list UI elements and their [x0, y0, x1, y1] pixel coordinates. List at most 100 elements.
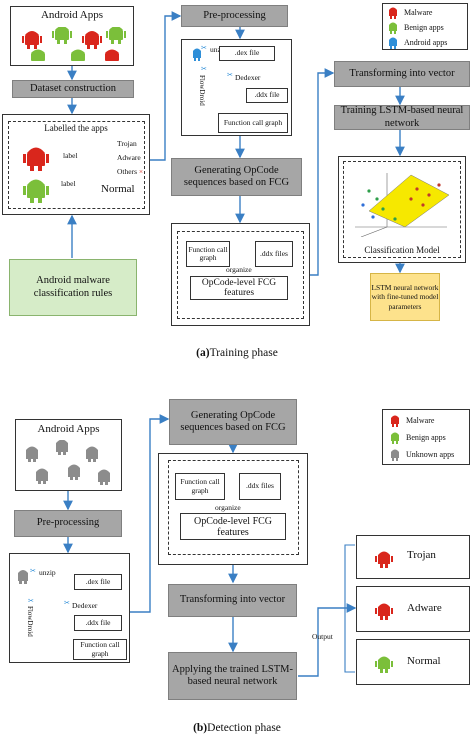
label-tag-normal: label	[61, 179, 76, 188]
benign-android-icon	[31, 49, 45, 61]
benign-android-icon	[71, 49, 85, 61]
dex-file-box: .dex file	[219, 46, 275, 61]
arrow-fcg-to-transform	[310, 68, 335, 276]
legend-malware: Malware	[389, 414, 434, 427]
others-text: Others	[117, 167, 137, 176]
legend-benign-text: Benign apps	[406, 433, 446, 442]
unknown-android-icon	[26, 446, 38, 462]
scissors-icon: ✂	[28, 597, 34, 605]
android-apps-icon	[389, 37, 397, 49]
others-excluded-mark: ×	[138, 167, 144, 176]
benign-android-icon	[23, 179, 49, 203]
detection-caption-letter: (b)	[193, 722, 208, 734]
dataset-construction-box: Dataset construction	[12, 80, 134, 98]
malware-android-icon	[105, 49, 119, 61]
arrow-det-steps-to-generating	[130, 414, 170, 613]
opcode-level-fcg-features: OpCode-level FCG features	[190, 276, 288, 300]
android-apps-icon	[193, 48, 201, 61]
training-generating-opcode-box: Generating OpCode sequences based on FCG	[171, 158, 302, 196]
function-call-graph-box: Function call graph	[218, 113, 288, 133]
result-adware-label: Adware	[407, 602, 442, 614]
legend-benign-text: Benign apps	[404, 23, 444, 32]
arrow-det-output	[298, 603, 357, 677]
det-flowdroid-label: FlowDroid	[26, 606, 34, 637]
detection-preprocessing-steps: ✂ unzip .dex file ✂ Dedexer .ddx file ✂ …	[9, 553, 130, 663]
malware-android-icon	[389, 7, 397, 19]
training-fcg-features-box: Function call graph .ddx files organize …	[171, 223, 310, 326]
result-normal-box: Normal	[356, 639, 470, 685]
malware-android-icon	[375, 551, 393, 568]
classification-model-box: Classification Model	[338, 156, 466, 263]
training-preprocessing-box: Pre-processing	[181, 5, 288, 27]
trojan-label: Trojan	[117, 139, 137, 148]
classification-rules-box: Android malware classification rules	[9, 259, 137, 316]
result-trojan-label: Trojan	[407, 549, 436, 561]
det-opcode-level-fcg-features: OpCode-level FCG features	[180, 513, 286, 540]
det-unzip-label: unzip	[39, 568, 56, 577]
legend-benign: Benign apps	[389, 431, 446, 444]
arrow-labelled-to-preprocessing	[150, 11, 182, 161]
malware-android-icon	[391, 415, 399, 427]
legend-unknown-text: Unknown apps	[406, 450, 455, 459]
det-dedexer-label: Dedexer	[72, 601, 98, 610]
training-android-apps-title: Android Apps	[40, 9, 104, 21]
det-function-call-graph-box: Function call graph	[73, 639, 127, 660]
detection-transforming-box: Transforming into vector	[168, 584, 297, 617]
unknown-android-icon	[36, 468, 48, 484]
malware-android-icon	[23, 147, 49, 171]
detection-generating-opcode-box: Generating OpCode sequences based on FCG	[169, 399, 297, 445]
detection-android-apps-box: Android Apps	[15, 419, 122, 491]
detection-fcg-features-box: Function call graph .ddx files organize …	[158, 453, 308, 565]
legend-malware-text: Malware	[404, 8, 433, 17]
others-label: Others ×	[117, 167, 143, 176]
benign-android-icon	[391, 432, 399, 444]
fcg-ddx-files: .ddx files	[255, 241, 293, 267]
benign-android-icon	[375, 656, 393, 673]
classification-model-label: Classification Model	[364, 245, 440, 255]
normal-label: Normal	[101, 183, 135, 195]
legend-unknown: Unknown apps	[389, 448, 454, 461]
unknown-android-icon	[391, 449, 399, 461]
det-fcg-ddx-files: .ddx files	[239, 473, 281, 500]
malware-android-icon	[82, 31, 102, 49]
fcg-function-call-graph: Function call graph	[186, 241, 230, 267]
organize-label: organize	[226, 265, 252, 274]
benign-android-icon	[106, 27, 126, 44]
unknown-android-icon-grid	[26, 440, 110, 485]
detection-caption-text: Detection phase	[207, 722, 281, 734]
result-adware-box: Adware	[356, 586, 470, 632]
unknown-android-icon	[98, 469, 110, 485]
labelled-apps-box: Labelled the apps label label Trojan Adw…	[2, 114, 150, 215]
flowdroid-label: FlowDroid	[198, 75, 206, 106]
result-normal-label: Normal	[407, 655, 441, 667]
training-caption-text: Training phase	[209, 347, 278, 359]
detection-fcg-dashed-frame	[168, 460, 299, 555]
legend-android-text: Android apps	[404, 38, 448, 47]
lstm-note-box: LSTM neural network with fine-tuned mode…	[370, 273, 440, 321]
output-label: Output	[312, 632, 333, 641]
scissors-icon: ✂	[64, 599, 70, 607]
det-ddx-file-box: .ddx file	[74, 615, 122, 631]
dedexer-label: Dedexer	[235, 73, 261, 82]
training-android-apps-box: Android Apps	[10, 6, 134, 66]
training-transforming-box: Transforming into vector	[334, 61, 470, 87]
det-fcg-function-call-graph: Function call graph	[175, 473, 225, 500]
labelled-apps-dashed-frame	[8, 121, 145, 209]
det-organize-label: organize	[215, 503, 241, 512]
scissors-icon: ✂	[30, 567, 36, 575]
scissors-icon: ✂	[227, 71, 233, 79]
unknown-android-icon	[18, 570, 28, 584]
applying-trained-lstm-box: Applying the trained LSTM-based neural n…	[168, 652, 297, 700]
legend-android: Android apps	[387, 36, 447, 49]
unknown-android-icon	[56, 440, 68, 455]
unknown-android-icon	[86, 446, 98, 462]
legend-malware-text: Malware	[406, 416, 435, 425]
benign-android-icon	[52, 27, 72, 44]
output-bracket	[344, 544, 355, 673]
adware-label: Adware	[117, 153, 141, 162]
training-preprocessing-steps: ✂ unzip .dex file ✂ Dedexer .ddx file ✂ …	[181, 39, 292, 136]
ddx-file-box: .ddx file	[246, 88, 288, 103]
training-lstm-box: Training LSTM-based neural network	[334, 105, 470, 130]
detection-android-apps-title: Android Apps	[37, 423, 100, 435]
training-caption: (a)Training phase	[0, 347, 474, 359]
